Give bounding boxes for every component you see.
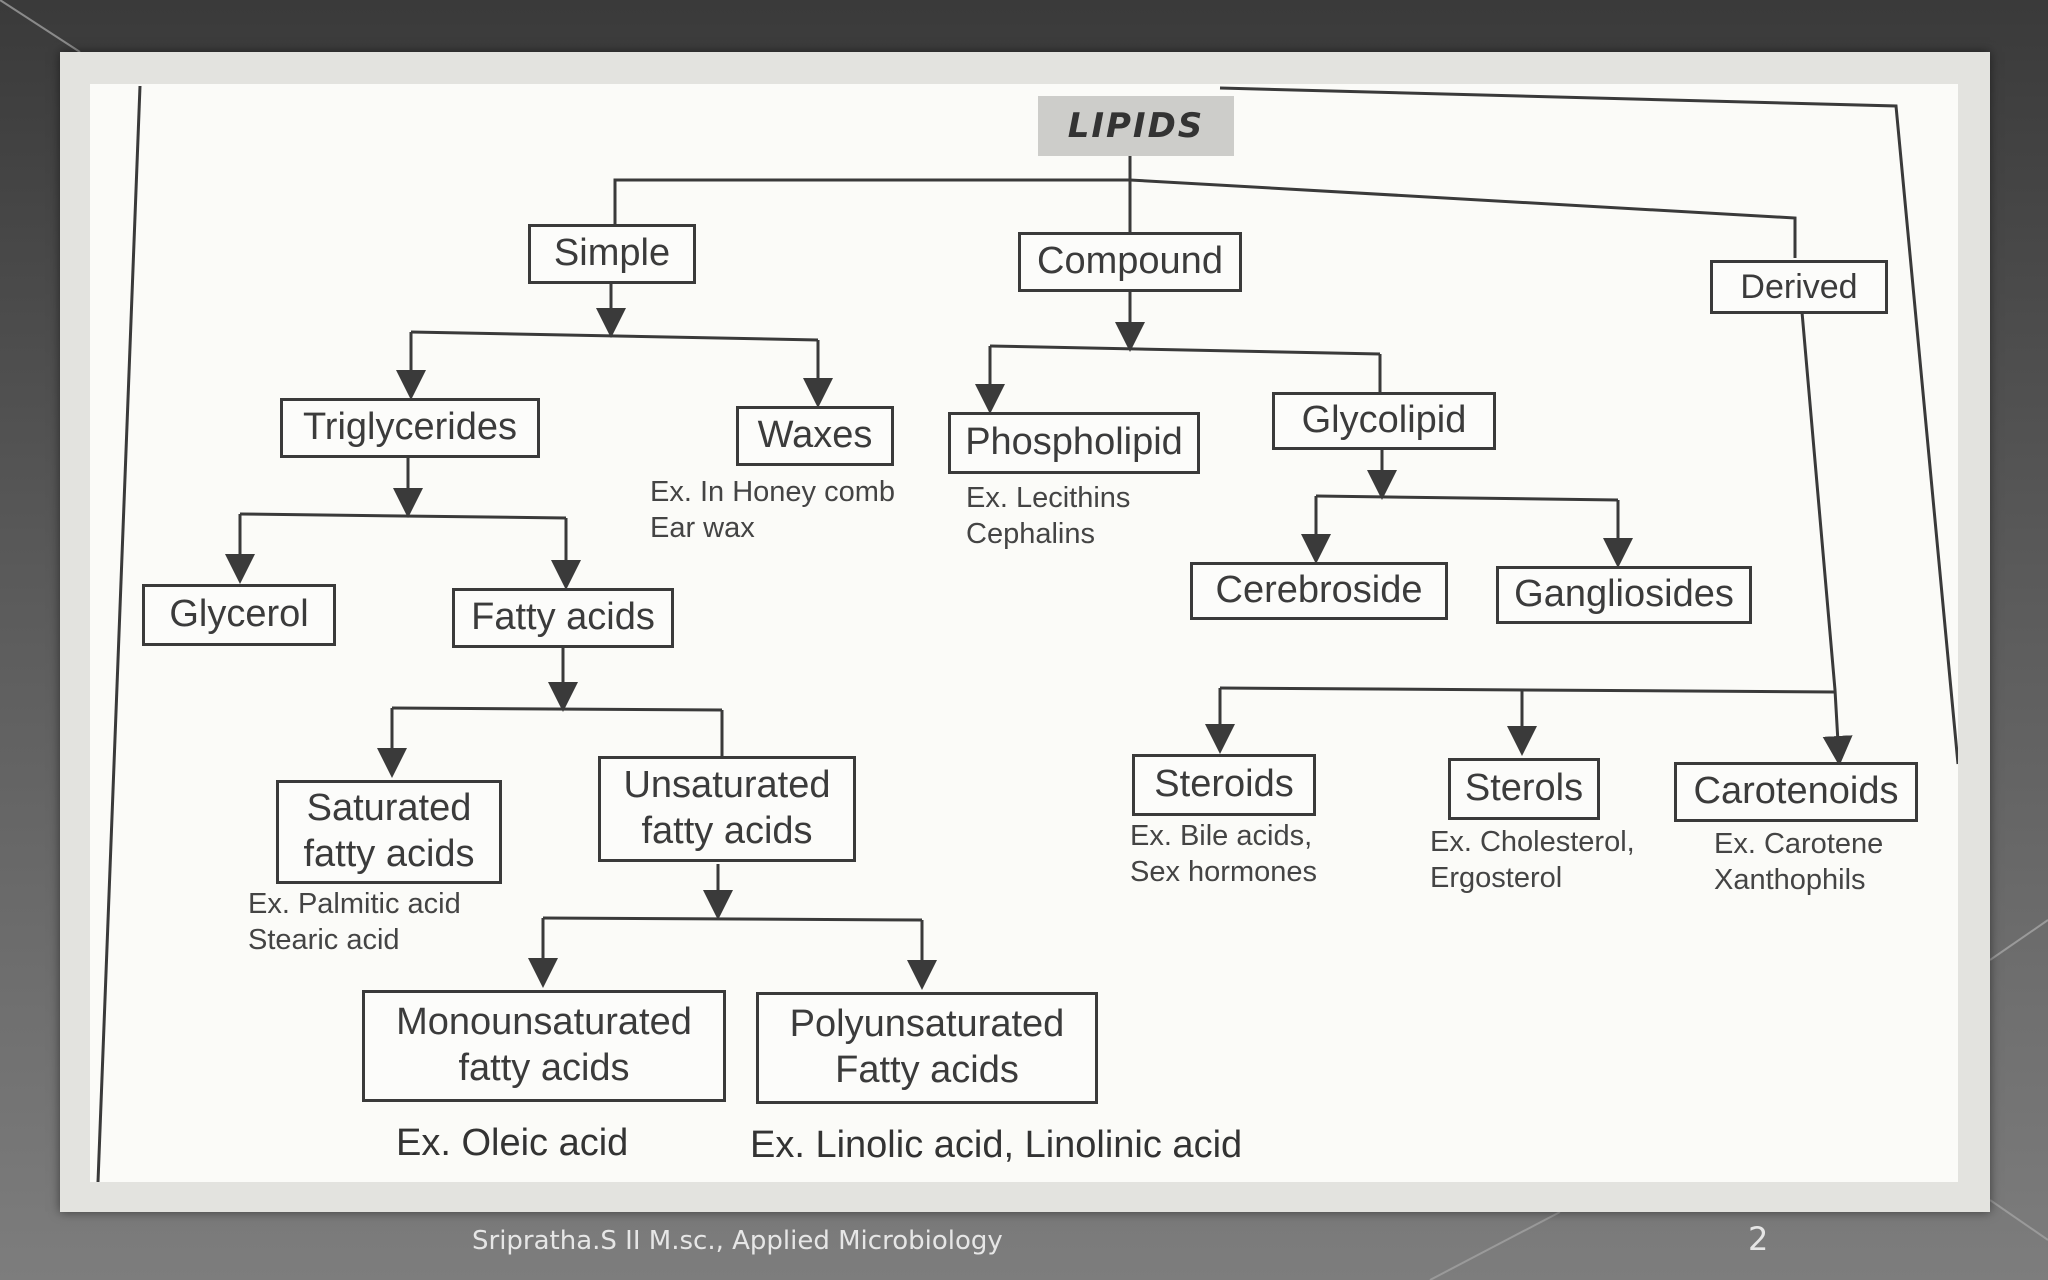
node-compound: Compound — [1018, 232, 1242, 292]
node-monounsaturated-fatty-acids: Monounsaturated fatty acids — [362, 990, 726, 1102]
footer-page-number: 2 — [1748, 1220, 1769, 1258]
node-cerebroside: Cerebroside — [1190, 562, 1448, 620]
node-polyunsaturated-fatty-acids: Polyunsaturated Fatty acids — [756, 992, 1098, 1104]
connector-lines — [96, 85, 1958, 1182]
example-waxes: Ex. In Honey comb Ear wax — [650, 476, 895, 545]
root-node-lipids: LIPIDS — [1038, 96, 1234, 156]
example-carotenoids: Ex. Carotene Xanthophils — [1714, 828, 1884, 897]
node-simple: Simple — [528, 224, 696, 284]
node-glycerol: Glycerol — [142, 584, 336, 646]
example-monounsaturated: Ex. Oleic acid — [396, 1122, 629, 1164]
example-saturated: Ex. Palmitic acid Stearic acid — [248, 888, 461, 957]
scanned-page: LIPIDS Simple Compound Derived Triglycer… — [90, 84, 1958, 1182]
node-steroids: Steroids — [1132, 754, 1316, 816]
node-derived: Derived — [1710, 260, 1888, 314]
node-sterols: Sterols — [1448, 758, 1600, 820]
example-phospholipid: Ex. Lecithins Cephalins — [966, 482, 1131, 551]
node-waxes: Waxes — [736, 406, 894, 466]
node-gangliosides: Gangliosides — [1496, 566, 1752, 624]
node-unsaturated-fatty-acids: Unsaturated fatty acids — [598, 756, 856, 862]
node-fatty-acids: Fatty acids — [452, 588, 674, 648]
example-polyunsaturated: Ex. Linolic acid, Linolinic acid — [750, 1124, 1243, 1166]
node-saturated-fatty-acids: Saturated fatty acids — [276, 780, 502, 884]
node-carotenoids: Carotenoids — [1674, 762, 1918, 822]
footer-author: Sripratha.S II M.sc., Applied Microbiolo… — [472, 1226, 1003, 1256]
example-steroids: Ex. Bile acids, Sex hormones — [1130, 820, 1317, 889]
node-glycolipid: Glycolipid — [1272, 392, 1496, 450]
node-phospholipid: Phospholipid — [948, 412, 1200, 474]
example-sterols: Ex. Cholesterol, Ergosterol — [1430, 826, 1635, 895]
node-triglycerides: Triglycerides — [280, 398, 540, 458]
